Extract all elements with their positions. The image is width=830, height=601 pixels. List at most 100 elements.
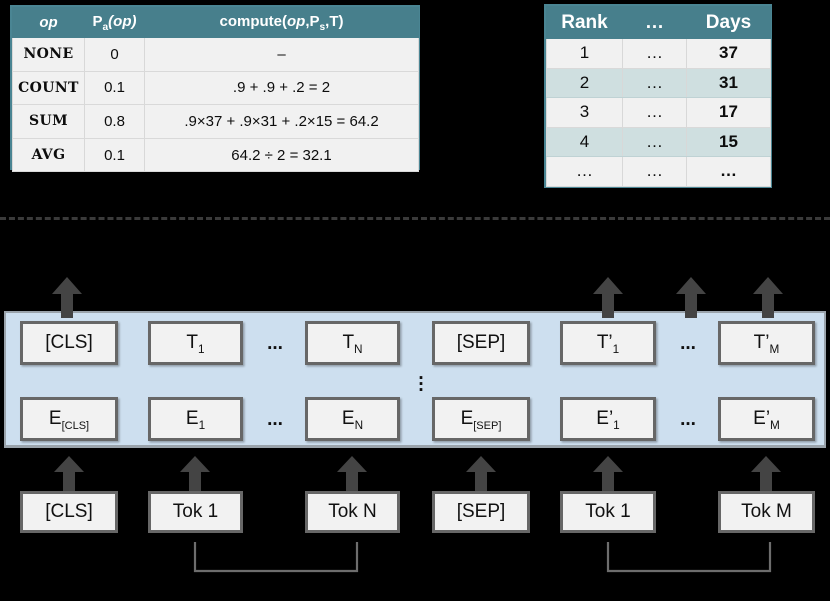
embedding-box-sep: E[SEP] xyxy=(432,397,530,441)
token-box-sep: [SEP] xyxy=(432,491,530,533)
output-box-sep: [SEP] xyxy=(432,321,530,365)
col-header-pa: Pa(op) xyxy=(84,7,145,38)
embedding-box-cls-sub: [CLS] xyxy=(61,420,90,432)
token-box-tokn-label: Tok N xyxy=(328,501,377,522)
table-row: NONE 0 – xyxy=(12,37,419,72)
table-row: … … … xyxy=(546,156,771,187)
output-box-tn-label: T xyxy=(342,332,355,353)
output-box-cls: [CLS] xyxy=(20,321,118,365)
output-box-t1-prime-label: T’ xyxy=(596,332,613,353)
output-row-ellipsis-right: ... xyxy=(680,333,696,354)
embedding-box-cls-label: E xyxy=(48,408,62,429)
input-arrow-tok1-right xyxy=(591,455,625,493)
cell-days: 15 xyxy=(686,126,771,157)
cell-pa: 0.1 xyxy=(84,70,145,106)
embedding-box-e1-prime: E’1 xyxy=(560,397,656,441)
embedding-row-ellipsis-right: ... xyxy=(680,409,696,430)
cell-compute: – xyxy=(144,37,419,72)
output-box-sep-label: [SEP] xyxy=(456,332,506,353)
cell-op: AVG xyxy=(12,137,85,173)
embedding-box-sep-label: E xyxy=(460,408,474,429)
cell-pa: 0 xyxy=(84,37,145,72)
embedding-box-e1-prime-label: E’ xyxy=(596,408,614,429)
output-box-t1-sub: 1 xyxy=(198,343,205,356)
embedding-box-sep-sub: [SEP] xyxy=(473,420,502,432)
cell-mid: … xyxy=(622,67,687,98)
rank-days-table: Rank … Days 1 … 37 2 … 31 3 … xyxy=(544,4,772,188)
table-header-row: op Pa(op) compute(op,Ps,T) xyxy=(12,7,419,38)
sentence-b-bracket xyxy=(606,540,772,576)
output-box-tm-prime-sub: M xyxy=(769,343,780,356)
token-box-tokn: Tok N xyxy=(305,491,400,533)
cell-op: NONE xyxy=(12,37,85,72)
cell-mid: … xyxy=(622,156,687,187)
table-row: SUM 0.8 .9×37 + .9×31 + .2×15 = 64.2 xyxy=(12,104,419,139)
col-header-rank: Rank xyxy=(546,6,623,39)
token-box-tokm: Tok M xyxy=(718,491,815,533)
cell-op: COUNT xyxy=(12,70,85,106)
output-box-t1: T1 xyxy=(148,321,243,365)
table-row: 2 … 31 xyxy=(546,67,771,98)
cell-rank: … xyxy=(546,156,623,187)
input-arrow-cls xyxy=(52,455,86,493)
vertical-ellipsis-icon: ... xyxy=(418,363,424,396)
sentence-a-bracket xyxy=(193,540,359,576)
token-box-tokm-label: Tok M xyxy=(741,501,792,522)
embedding-row-ellipsis-left: ... xyxy=(267,409,283,430)
col-header-days: Days xyxy=(686,6,771,39)
cell-mid: … xyxy=(622,38,687,69)
embedding-box-em-prime-sub: M xyxy=(770,419,780,432)
table-row: AVG 0.1 64.2 ÷ 2 = 32.1 xyxy=(12,137,419,173)
output-box-t1-prime: T’1 xyxy=(560,321,656,365)
output-box-tm-prime-label: T’ xyxy=(753,332,770,353)
token-box-tok1-right-label: Tok 1 xyxy=(585,501,631,522)
output-box-tn-sub: N xyxy=(354,343,363,356)
table-row: 4 … 15 xyxy=(546,126,771,157)
output-box-tn: TN xyxy=(305,321,400,365)
cell-pa: 0.8 xyxy=(84,104,145,139)
cell-days: 31 xyxy=(686,67,771,98)
output-arrow-ellipsis xyxy=(674,276,708,318)
embedding-box-e1-prime-sub: 1 xyxy=(613,419,620,432)
output-arrow-cls xyxy=(50,276,84,318)
input-arrow-tokm xyxy=(749,455,783,493)
embedding-box-em-prime: E’M xyxy=(718,397,815,441)
cell-pa: 0.1 xyxy=(84,137,145,173)
cell-rank: 4 xyxy=(546,126,623,157)
table-row: 1 … 37 xyxy=(546,38,771,69)
output-arrow-tm-prime xyxy=(751,276,785,318)
embedding-box-cls: E[CLS] xyxy=(20,397,118,441)
output-box-tm-prime: T’M xyxy=(718,321,815,365)
table-row: 3 … 17 xyxy=(546,97,771,128)
output-arrow-t1-prime xyxy=(591,276,625,318)
bert-encoder-panel xyxy=(4,311,826,448)
token-box-sep-label: [SEP] xyxy=(456,501,506,522)
embedding-box-en-label: E xyxy=(341,408,355,429)
cell-rank: 1 xyxy=(546,38,623,69)
cell-mid: … xyxy=(622,126,687,157)
cell-mid: … xyxy=(622,97,687,128)
cell-compute: 64.2 ÷ 2 = 32.1 xyxy=(144,137,419,173)
token-box-tok1-left: Tok 1 xyxy=(148,491,243,533)
section-divider xyxy=(0,217,830,220)
output-box-t1-prime-sub: 1 xyxy=(612,343,620,356)
cell-days: 17 xyxy=(686,97,771,128)
input-arrow-tokn xyxy=(335,455,369,493)
output-box-cls-label: [CLS] xyxy=(45,332,93,353)
cell-compute: .9 + .9 + .2 = 2 xyxy=(144,70,419,106)
embedding-box-e1: E1 xyxy=(148,397,243,441)
cell-rank: 2 xyxy=(546,67,623,98)
output-row-ellipsis-left: ... xyxy=(267,333,283,354)
embedding-box-en: EN xyxy=(305,397,400,441)
embedding-box-e1-label: E xyxy=(185,408,199,429)
token-box-tok1-left-label: Tok 1 xyxy=(172,501,219,522)
output-box-t1-label: T xyxy=(186,332,199,353)
col-header-mid: … xyxy=(622,6,687,39)
cell-rank: 3 xyxy=(546,97,623,128)
col-header-compute: compute(op,Ps,T) xyxy=(144,7,419,38)
cell-op: SUM xyxy=(12,104,85,139)
cell-days: … xyxy=(686,156,771,187)
col-header-op: op xyxy=(12,7,85,38)
token-box-tok1-right: Tok 1 xyxy=(560,491,656,533)
